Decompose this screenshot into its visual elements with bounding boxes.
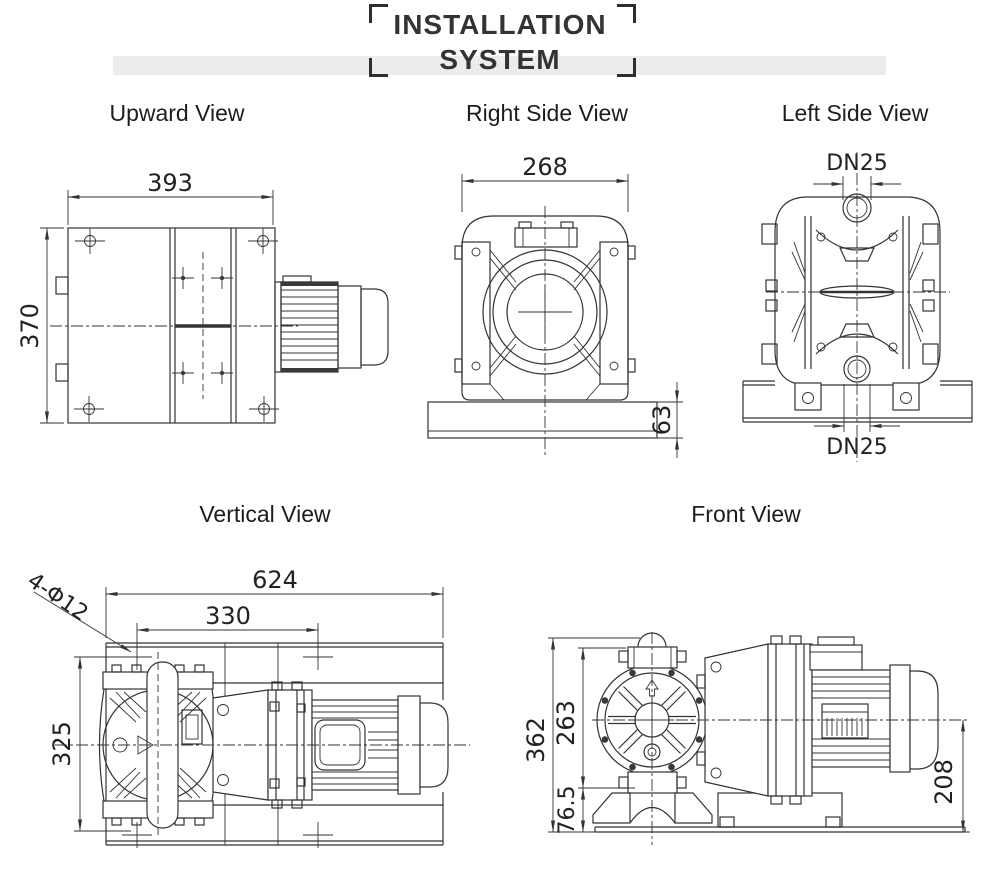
depth-dimension: 325 xyxy=(48,656,131,832)
bolt-holes-callout: 4-Φ12 xyxy=(23,568,132,653)
vertical-view-drawing: 624 330 325 4-Φ12 xyxy=(23,566,470,848)
total-height-label: 362 xyxy=(522,717,550,763)
upward-view-drawing: 393 370 xyxy=(16,169,389,424)
pump-front xyxy=(592,632,713,824)
pump-body xyxy=(761,193,941,411)
mounting-plate xyxy=(55,227,276,424)
base-height-label: 76.5 xyxy=(555,786,580,835)
title-corner-bracket-bottom-right xyxy=(617,58,636,77)
front-view-title: Front View xyxy=(691,501,801,527)
width-dimension: 268 xyxy=(461,153,629,212)
pump-body xyxy=(454,215,636,401)
rail-bolt-holes xyxy=(172,267,233,384)
shaft-height-dimension: 208 xyxy=(930,719,970,833)
motor-top-view xyxy=(274,275,389,373)
bolt-span-dimension: 330 xyxy=(136,602,319,648)
upward-depth-label: 370 xyxy=(16,303,44,349)
page-title-line1: INSTALLATION xyxy=(393,9,607,40)
right-width-label: 268 xyxy=(522,153,568,181)
depth-dimension: 370 xyxy=(16,227,64,424)
corner-bolt-holes xyxy=(74,228,279,422)
front-view-drawing: 362 263 76.5 208 xyxy=(522,632,970,845)
pump-height-dimension: 263 xyxy=(552,647,635,789)
shaft-height-label: 208 xyxy=(930,759,958,805)
right-side-view-drawing: 268 63 xyxy=(427,153,683,458)
base-height-dimension: 76.5 xyxy=(555,786,585,835)
header-gray-band xyxy=(113,56,886,75)
left-side-view-drawing: DN25 DN25 xyxy=(742,151,973,462)
motor-side-view xyxy=(809,636,939,773)
base-plate xyxy=(427,401,658,439)
vertical-view-title: Vertical View xyxy=(199,501,331,527)
right-side-view-title: Right Side View xyxy=(466,100,628,126)
pump-top-view xyxy=(98,652,218,838)
upward-width-label: 393 xyxy=(147,169,193,197)
title-corner-bracket-top-right xyxy=(617,4,636,23)
left-side-view-title: Left Side View xyxy=(781,100,929,126)
base-plate xyxy=(594,826,966,833)
pedestal xyxy=(717,792,843,828)
base-height-dimension: 63 xyxy=(648,382,683,458)
title-corner-bracket-bottom-left xyxy=(369,58,388,77)
total-height-dimension: 362 xyxy=(522,637,640,833)
bolt-holes-label: 4-Φ12 xyxy=(23,568,93,626)
page-title-line2: SYSTEM xyxy=(439,44,561,75)
mounting-holes xyxy=(122,644,333,848)
depth-label: 325 xyxy=(48,721,76,767)
title-corner-bracket-top-left xyxy=(369,4,388,23)
bolt-span-label: 330 xyxy=(205,602,251,630)
right-base-height-label: 63 xyxy=(648,405,676,436)
total-length-dimension: 624 xyxy=(105,566,444,638)
base-rails xyxy=(742,380,973,423)
upward-view-title: Upward View xyxy=(109,100,245,126)
pump-height-label: 263 xyxy=(552,700,580,746)
total-length-label: 624 xyxy=(252,566,298,594)
width-dimension: 393 xyxy=(67,169,274,225)
